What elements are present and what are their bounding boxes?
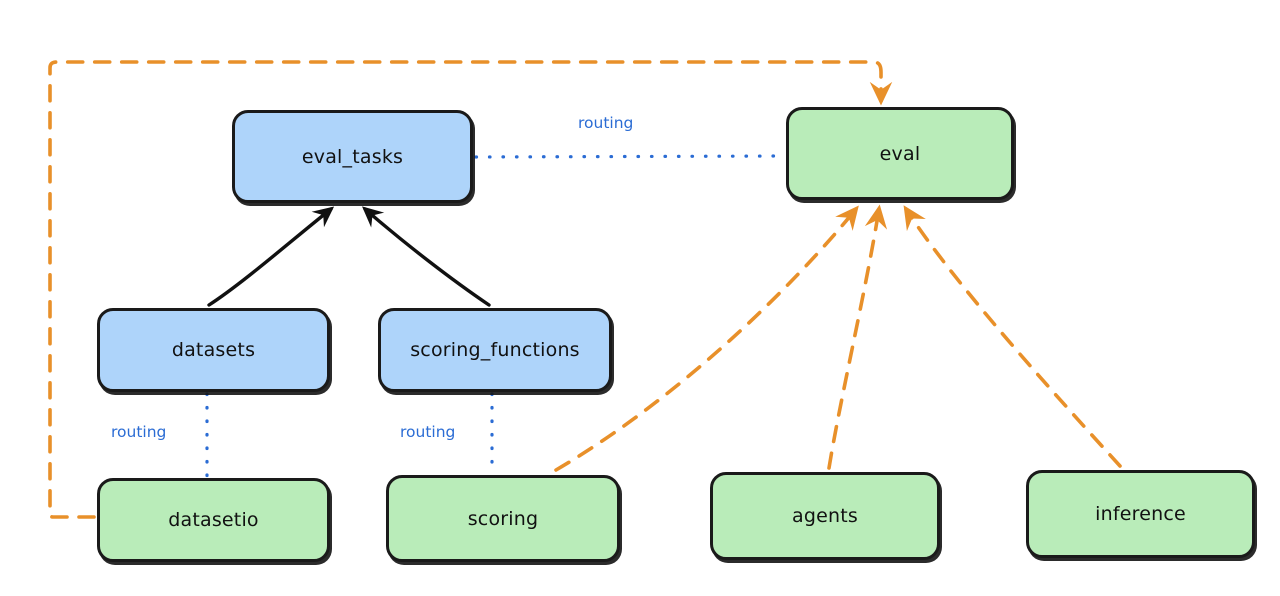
edge-agents-to-eval xyxy=(827,204,888,470)
node-scoring-functions[interactable]: scoring_functions xyxy=(378,308,612,392)
node-eval-tasks[interactable]: eval_tasks xyxy=(232,110,473,203)
node-scoring[interactable]: scoring xyxy=(386,475,620,562)
node-scoring-label: scoring xyxy=(467,507,539,530)
node-eval[interactable]: eval xyxy=(786,107,1014,200)
edge-label-routing-datasets: routing xyxy=(111,423,167,441)
node-datasets-label: datasets xyxy=(171,339,256,361)
node-datasets[interactable]: datasets xyxy=(97,308,330,392)
node-inference[interactable]: inference xyxy=(1026,470,1255,558)
node-eval-tasks-label: eval_tasks xyxy=(301,145,404,168)
node-scoring-functions-label: scoring_functions xyxy=(410,339,580,361)
edge-eval-tasks-to-eval xyxy=(474,154,785,159)
node-datasetio-label: datasetio xyxy=(168,509,259,531)
node-eval-label: eval xyxy=(879,142,921,165)
edge-inference-to-eval xyxy=(903,205,1122,468)
edge-label-routing-scoring: routing xyxy=(400,423,456,441)
node-agents[interactable]: agents xyxy=(710,472,940,560)
node-agents-label: agents xyxy=(792,505,858,527)
edge-scoring-functions-to-eval-tasks xyxy=(362,206,491,307)
edge-datasets-to-eval-tasks xyxy=(207,206,335,307)
edge-label-routing-eval: routing xyxy=(578,114,634,132)
node-datasetio[interactable]: datasetio xyxy=(97,478,330,562)
node-inference-label: inference xyxy=(1095,503,1186,525)
